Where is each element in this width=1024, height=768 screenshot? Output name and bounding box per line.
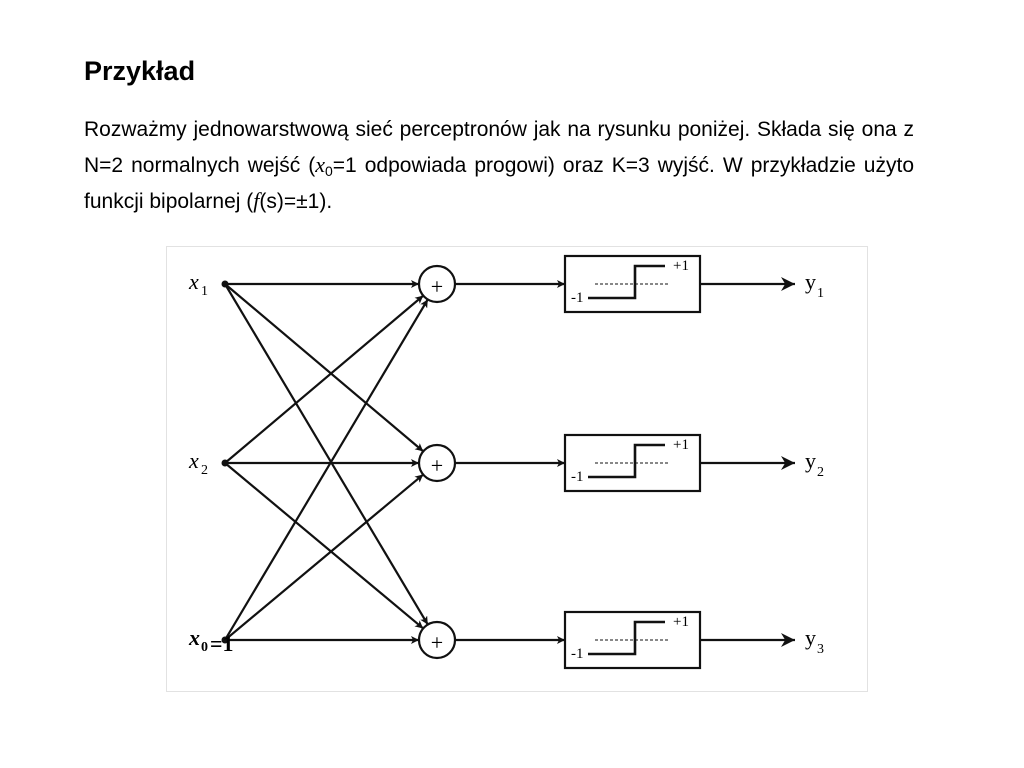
input-node-x1 [221, 280, 229, 288]
activation-function-box-2: +1 -1 [563, 433, 702, 493]
input-symbol: x [188, 448, 199, 473]
output-symbol: y [805, 448, 816, 473]
summing-circle [417, 620, 457, 660]
output-subscript: 3 [817, 642, 824, 657]
activation-function-box-1: +1 -1 [563, 254, 702, 314]
output-subscript: 2 [817, 465, 824, 480]
f-variable: f [253, 188, 260, 213]
plus-symbol: + [431, 274, 443, 299]
summing-node-2: + [417, 443, 457, 483]
input-symbol: x [188, 269, 199, 294]
plus-symbol: + [431, 630, 443, 655]
connection-arrow-x2-to-sum-3 [224, 462, 424, 630]
output-symbol: y [805, 269, 816, 294]
activation-low-label: -1 [571, 646, 584, 662]
input-value: =1 [210, 631, 234, 656]
activation-box-frame [563, 254, 702, 314]
connection-arrow-x2-to-sum-1 [224, 294, 424, 464]
paragraph-part-3: (s)=±1). [259, 190, 333, 213]
input-subscript: 2 [201, 463, 208, 478]
summing-circle [417, 443, 457, 483]
connection-arrow-x0-to-sum-1 [224, 298, 429, 641]
step-function-curve [588, 264, 665, 300]
x0-subscript: 0 [324, 163, 333, 179]
summing-node-3: + [417, 620, 457, 660]
input-node-x2 [221, 459, 229, 467]
activation-function-box-3: +1 -1 [563, 610, 702, 670]
input-subscript: 0 [201, 640, 208, 655]
x0-variable: x [315, 152, 325, 177]
input-node-x0 [221, 636, 229, 644]
activation-high-label: +1 [673, 258, 689, 274]
connection-arrow-x1-to-sum-3 [224, 283, 429, 626]
connection-arrow-x0-to-sum-2 [224, 473, 424, 641]
output-subscript: 1 [817, 286, 824, 301]
summing-node-1: + [417, 264, 457, 304]
paragraph-part-1: Rozważmy jednowarstwową sieć perceptronó… [84, 118, 914, 177]
input-subscript: 1 [201, 284, 208, 299]
connection-arrow-x1-to-sum-2 [224, 283, 424, 453]
summing-circle [417, 264, 457, 304]
slide-title: Przykład [84, 56, 196, 86]
activation-low-label: -1 [571, 469, 584, 485]
slide-paragraph: Rozważmy jednowarstwową sieć perceptronó… [84, 112, 914, 219]
paragraph-part-2: =1 odpowiada progowi) oraz K=3 wyjść. W … [84, 154, 914, 213]
output-symbol: y [805, 625, 816, 650]
activation-high-label: +1 [673, 437, 689, 453]
plus-symbol: + [431, 453, 443, 478]
step-function-curve [588, 443, 665, 479]
activation-high-label: +1 [673, 614, 689, 630]
activation-low-label: -1 [571, 290, 584, 306]
input-symbol: x [188, 625, 200, 650]
step-function-curve [588, 620, 665, 656]
